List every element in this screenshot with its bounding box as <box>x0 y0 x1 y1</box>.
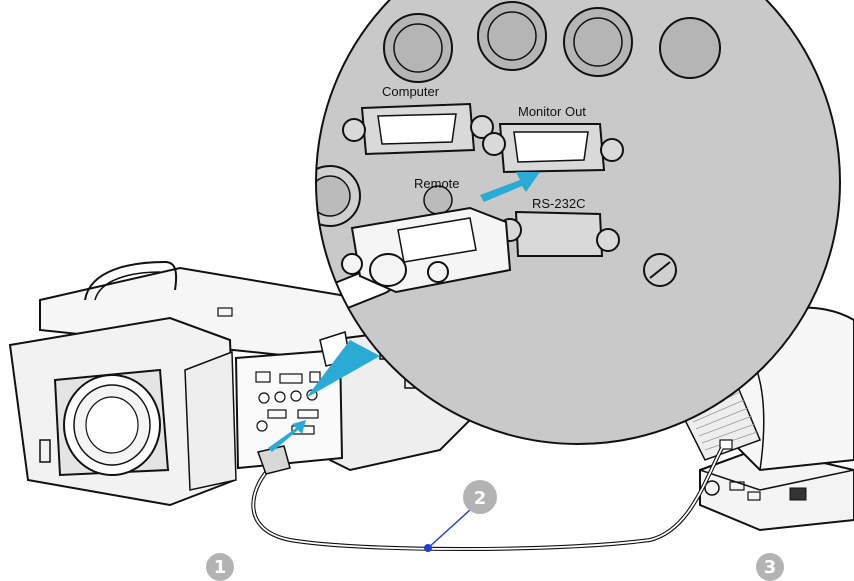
rs232c-port <box>499 212 619 256</box>
computer-port <box>343 104 493 154</box>
rs232c-port-label: RS-232C <box>532 196 585 211</box>
callout-projector: 1 <box>206 553 234 581</box>
callout-cable-number: 2 <box>474 488 487 509</box>
callout-monitor-number: 3 <box>764 557 777 578</box>
computer-port-label: Computer <box>382 84 440 99</box>
callout-cable: 2 <box>463 480 497 514</box>
cable-callout-point <box>424 544 432 552</box>
cable-callout-leader <box>428 510 470 548</box>
remote-port-label: Remote <box>414 176 460 191</box>
callout-projector-number: 1 <box>214 557 227 578</box>
callout-monitor: 3 <box>756 553 784 581</box>
monitor-out-port-label: Monitor Out <box>518 104 586 119</box>
